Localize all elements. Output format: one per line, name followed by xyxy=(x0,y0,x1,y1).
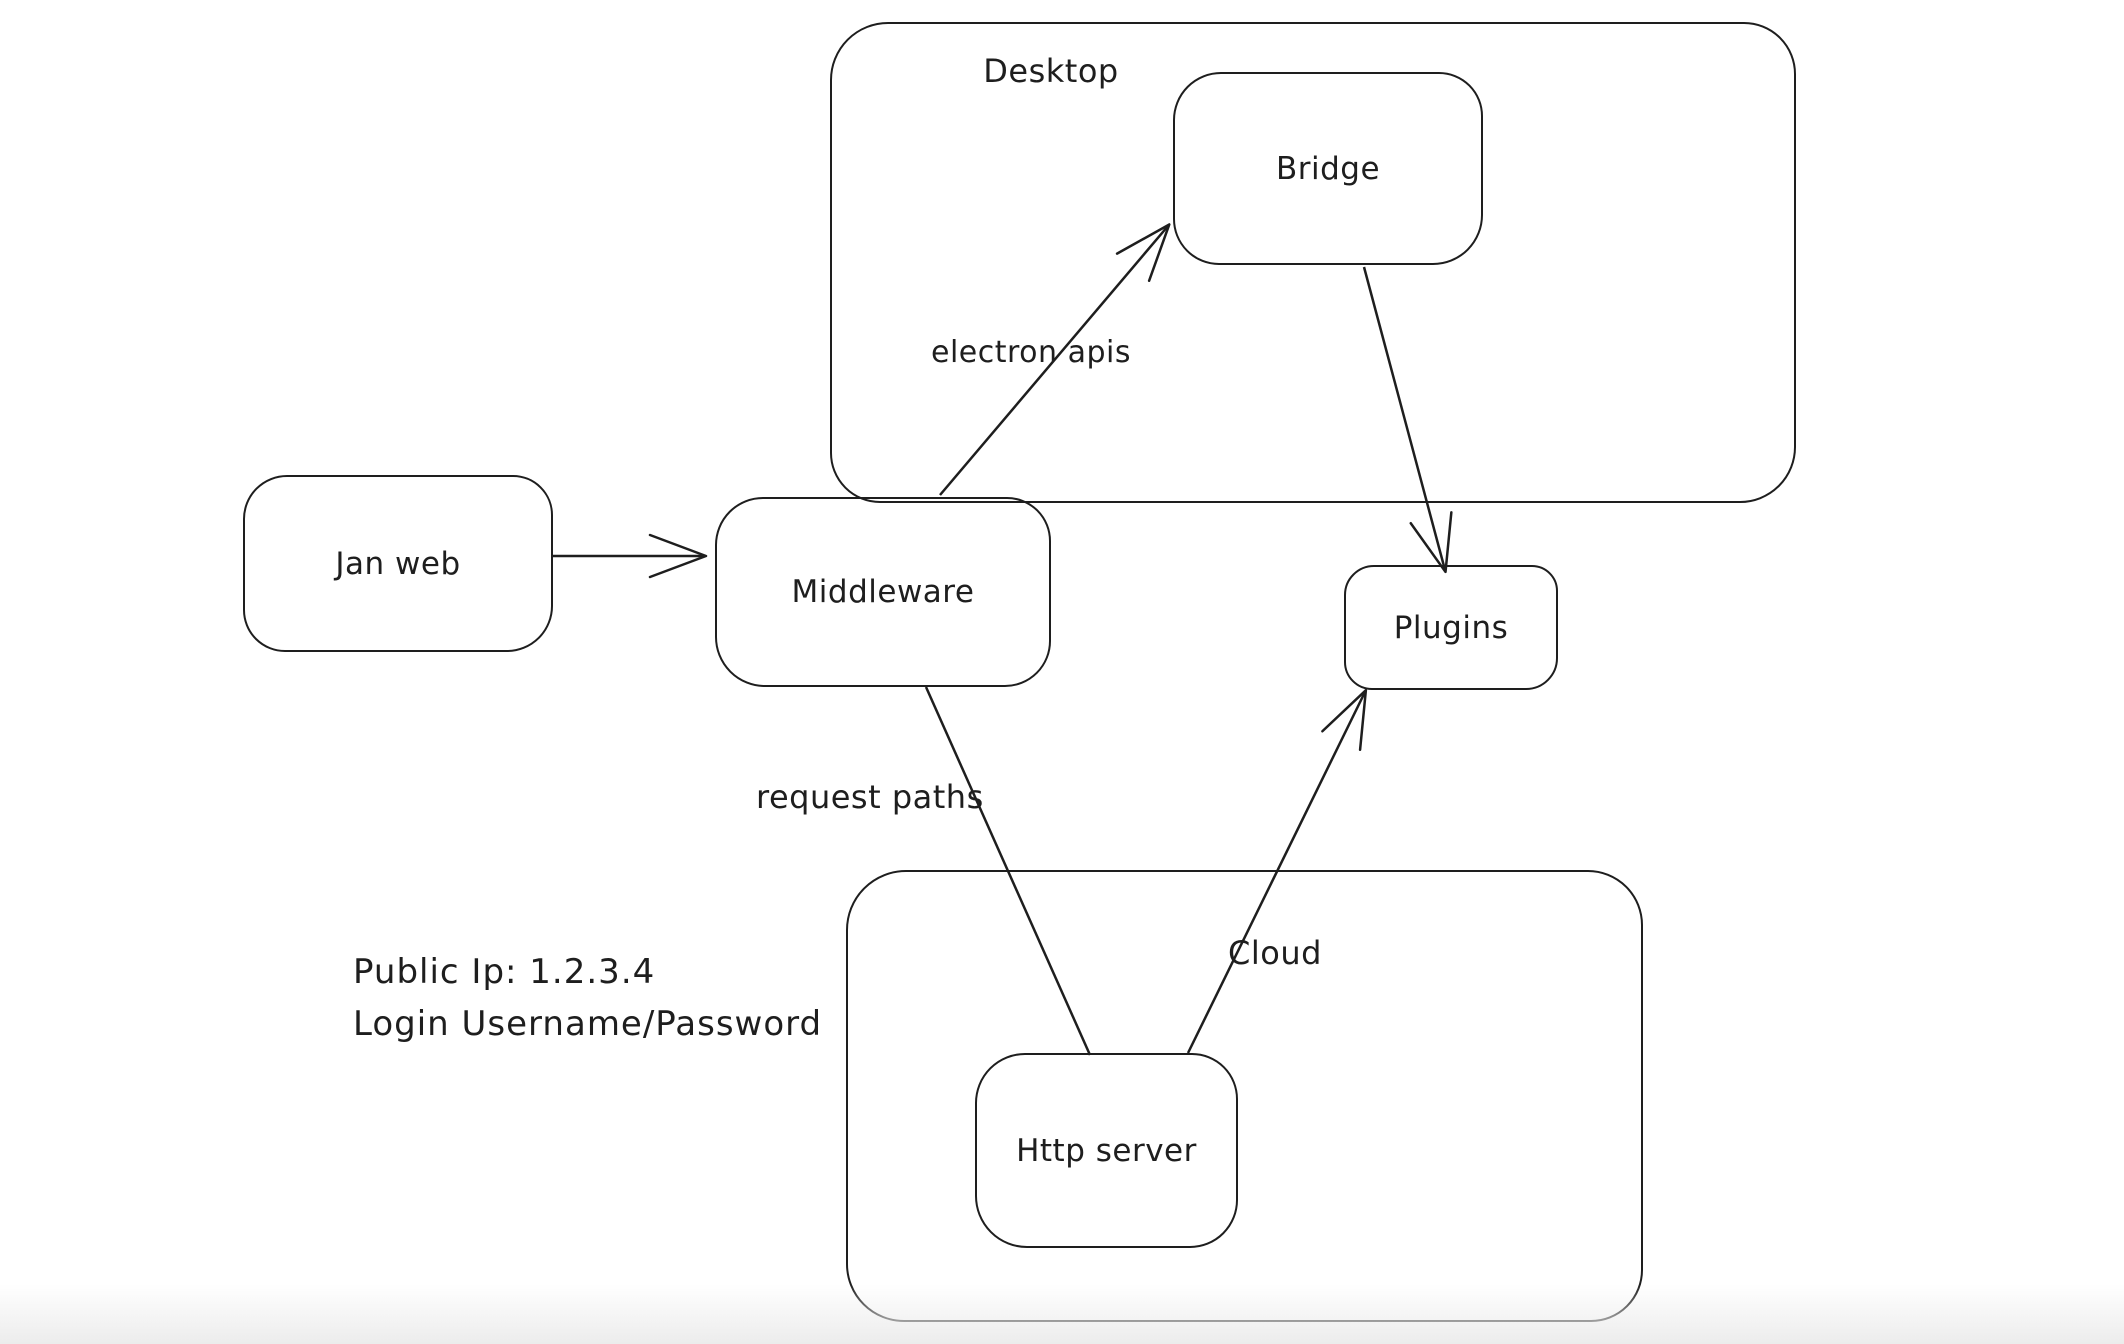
note-public-ip: Public Ip: 1.2.3.4 xyxy=(353,952,656,992)
jan-web-node[interactable]: Jan web xyxy=(243,475,553,652)
desktop-group-box[interactable] xyxy=(830,22,1796,503)
plugins-label: Plugins xyxy=(1393,609,1509,646)
bridge-label: Bridge xyxy=(1275,150,1381,187)
edge-bridge-to-plugins-arrow[interactable] xyxy=(1362,266,1453,574)
request-paths-edge-label[interactable]: request paths xyxy=(756,778,984,816)
http-server-label: Http server xyxy=(1016,1132,1197,1169)
middleware-node[interactable]: Middleware xyxy=(715,497,1051,687)
note-login: Login Username/Password xyxy=(353,1004,823,1044)
edge-httpserver-to-plugins-arrow[interactable] xyxy=(1186,688,1368,1054)
edge-middleware-to-httpserver-line[interactable] xyxy=(924,686,1092,1056)
bridge-node[interactable]: Bridge xyxy=(1173,72,1483,265)
bottom-fade-strip xyxy=(0,1284,2124,1344)
notes-text[interactable]: Public Ip: 1.2.3.4 Login Username/Passwo… xyxy=(353,946,822,1050)
middleware-label: Middleware xyxy=(791,574,975,610)
http-server-node[interactable]: Http server xyxy=(975,1053,1238,1248)
plugins-node[interactable]: Plugins xyxy=(1344,565,1558,690)
edge-middleware-to-bridge-arrow[interactable] xyxy=(939,223,1171,496)
electron-apis-edge-label[interactable]: electron apis xyxy=(931,335,1131,370)
cloud-group-label[interactable]: Cloud xyxy=(1228,934,1322,972)
jan-web-label: Jan web xyxy=(335,545,461,582)
desktop-group-label[interactable]: Desktop xyxy=(983,52,1119,90)
